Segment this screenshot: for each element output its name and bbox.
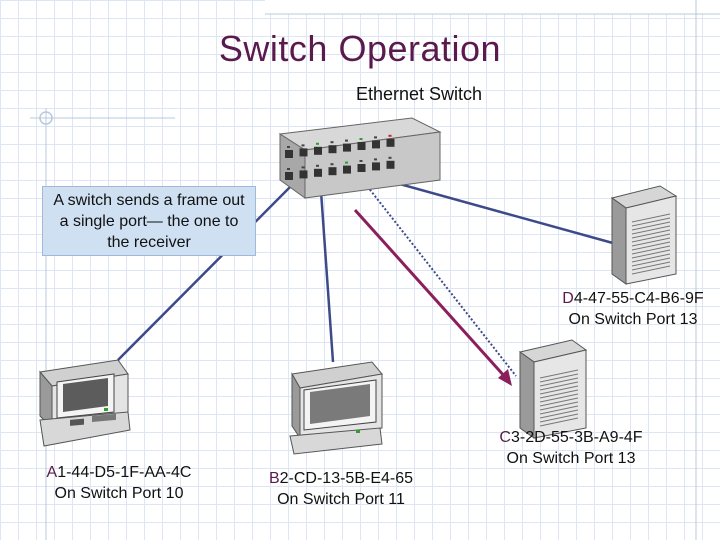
node-b-label: B2-CD-13-5B-E4-65 On Switch Port 11 <box>246 468 436 510</box>
vent-line-icon <box>539 369 579 379</box>
vent-line-icon <box>631 249 671 259</box>
node-d-mac-rest: 4-47-55-C4-B6-9F <box>573 290 704 307</box>
top-decoration <box>265 0 720 14</box>
cable-b <box>318 176 335 363</box>
vent-line-icon <box>631 217 671 227</box>
node-d-label: D4-47-55-C4-B6-9F On Switch Port 13 <box>538 288 720 330</box>
cable-a <box>117 176 301 361</box>
port-led-icon <box>316 142 319 145</box>
page-title: Switch Operation <box>218 28 502 69</box>
port-led-icon <box>359 138 363 140</box>
crosshair-icon <box>39 111 53 125</box>
switch-port-icon <box>314 146 322 155</box>
node-a-letter: A <box>46 464 58 481</box>
switch-port-icon <box>357 164 366 172</box>
vent-line-icon <box>631 261 671 271</box>
switch-port-icon <box>285 150 293 158</box>
switch-port-icon <box>314 168 322 177</box>
frame-arrowhead-icon <box>498 369 512 386</box>
node-c-mac-rest: 3-2D-55-3B-A9-4F <box>510 429 643 446</box>
node-c-mac: C3-2D-55-3B-A9-4F <box>476 427 666 448</box>
vent-line-icon <box>631 213 671 223</box>
node-a-port: On Switch Port 10 <box>54 485 184 502</box>
vent-line-icon <box>539 381 579 391</box>
vent-line-icon <box>539 401 579 411</box>
vent-line-icon <box>631 233 671 243</box>
vent-line-icon <box>539 377 579 387</box>
computer-b-icon <box>289 361 383 455</box>
vent-line-icon <box>631 237 671 247</box>
port-led-icon <box>388 156 392 159</box>
node-b-letter: B <box>268 470 280 487</box>
port-led-icon <box>316 164 319 167</box>
vent-line-icon <box>539 413 579 423</box>
node-b-port: On Switch Port 11 <box>277 491 405 508</box>
vent-line-icon <box>539 397 579 407</box>
node-a-label: A1-44-D5-1F-AA-4C On Switch Port 10 <box>24 462 214 504</box>
switch-icon <box>278 117 442 199</box>
switch-port-icon <box>357 142 366 150</box>
node-d-port: On Switch Port 13 <box>568 311 698 328</box>
frame-arrow <box>353 208 508 380</box>
switch-port-icon <box>328 145 337 154</box>
vent-line-icon <box>539 389 579 399</box>
port-led-icon <box>301 144 305 147</box>
vent-line-icon <box>631 241 671 251</box>
switch-port-icon <box>299 170 308 179</box>
cable-c <box>359 176 517 377</box>
callout-text: A switch sends a frame out a single port… <box>53 191 245 251</box>
computer-a-icon <box>39 359 131 447</box>
node-b-mac-rest: 2-CD-13-5B-E4-65 <box>279 470 414 487</box>
switch-port-icon <box>386 138 395 147</box>
switch-port-icon <box>343 165 351 174</box>
node-b-mac: B2-CD-13-5B-E4-65 <box>246 468 436 489</box>
switch-port-icon <box>285 172 293 180</box>
node-c-label: C3-2D-55-3B-A9-4F On Switch Port 13 <box>476 427 666 469</box>
port-led-icon <box>374 136 377 139</box>
vent-line-icon <box>539 393 579 403</box>
node-c-letter: C <box>499 429 511 446</box>
cable-d <box>377 176 621 247</box>
switch-port-icon <box>372 140 380 149</box>
vent-line-icon <box>539 405 579 415</box>
node-d-letter: D <box>562 290 574 307</box>
node-a-mac-rest: 1-44-D5-1F-AA-4C <box>57 464 192 481</box>
vent-line-icon <box>539 373 579 383</box>
node-c-port: On Switch Port 13 <box>506 450 636 467</box>
port-led-icon <box>345 161 348 164</box>
switch-port-icon <box>328 167 337 176</box>
node-d-mac: D4-47-55-C4-B6-9F <box>538 288 720 309</box>
vent-line-icon <box>539 417 579 427</box>
vent-line-icon <box>631 245 671 255</box>
port-led-icon <box>388 134 392 137</box>
port-led-icon <box>374 158 377 161</box>
server-c-icon <box>518 339 588 439</box>
switch-port-icon <box>386 160 395 169</box>
port-led-icon <box>301 166 305 169</box>
vent-line-icon <box>631 257 671 267</box>
server-d-icon <box>610 185 678 285</box>
switch-port-icon <box>372 162 380 171</box>
callout-box: A switch sends a frame out a single port… <box>42 186 256 256</box>
vent-line-icon <box>631 225 671 235</box>
port-led-icon <box>330 163 334 166</box>
port-led-icon <box>287 168 290 170</box>
port-led-icon <box>345 139 348 142</box>
port-led-icon <box>330 141 334 144</box>
port-led-icon <box>287 146 290 148</box>
switch-port-icon <box>299 148 308 157</box>
vent-line-icon <box>631 265 671 275</box>
vent-line-icon <box>539 409 579 419</box>
vent-line-icon <box>539 385 579 395</box>
switch-label: Ethernet Switch <box>356 84 483 104</box>
node-a-mac: A1-44-D5-1F-AA-4C <box>24 462 214 483</box>
port-led-icon <box>359 160 363 162</box>
vent-line-icon <box>631 253 671 263</box>
vent-line-icon <box>631 229 671 239</box>
switch-port-icon <box>343 143 351 152</box>
vent-line-icon <box>631 221 671 231</box>
